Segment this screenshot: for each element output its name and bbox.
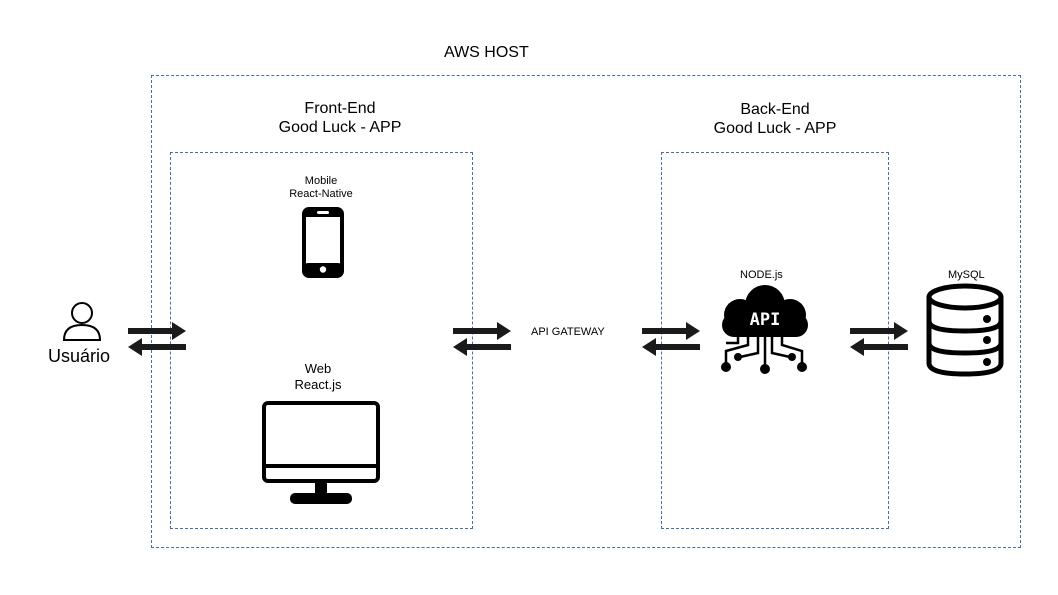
backend-title: Back-End Good Luck - APP bbox=[675, 100, 875, 138]
user-frontend-arrows bbox=[128, 322, 186, 356]
arrow-right bbox=[642, 322, 700, 340]
web-label-line2: React.js bbox=[294, 376, 342, 392]
api-badge-text: API bbox=[750, 310, 781, 330]
web-label-line1: Web bbox=[304, 361, 332, 376]
backend-boundary bbox=[661, 152, 889, 529]
database-icon bbox=[926, 283, 1004, 377]
monitor-icon bbox=[262, 401, 380, 504]
frontend-title-line2: Good Luck - APP bbox=[278, 119, 402, 137]
backend-title-line1: Back-End bbox=[740, 101, 810, 118]
frontend-title-line1: Front-End bbox=[304, 100, 376, 117]
arrow-right bbox=[850, 322, 908, 340]
api-cloud-icon: API bbox=[721, 285, 808, 374]
node-label: NODE.js bbox=[740, 269, 783, 281]
user-label: Usuário bbox=[48, 346, 111, 366]
aws-host-title: AWS HOST bbox=[444, 44, 529, 61]
mysql-label: MySQL bbox=[948, 269, 985, 281]
web-label: Web React.js bbox=[268, 361, 368, 392]
api-gateway-label: API GATEWAY bbox=[531, 326, 605, 338]
frontend-gateway-arrows bbox=[453, 322, 511, 356]
aws-host-boundary bbox=[151, 75, 1021, 548]
mobile-label-line2: React-Native bbox=[289, 188, 353, 201]
arrow-right bbox=[453, 322, 511, 340]
mobile-label-line1: Mobile bbox=[304, 175, 338, 187]
frontend-boundary bbox=[170, 152, 473, 529]
mobile-label: Mobile React-Native bbox=[271, 175, 371, 201]
smartphone-icon bbox=[302, 207, 344, 278]
arrow-left bbox=[642, 338, 700, 356]
frontend-title: Front-End Good Luck - APP bbox=[240, 99, 440, 137]
arrow-right bbox=[128, 322, 186, 340]
user-icon bbox=[62, 302, 102, 341]
backend-mysql-arrows bbox=[850, 322, 908, 356]
arrow-left bbox=[850, 338, 908, 356]
arrow-left bbox=[453, 338, 511, 356]
arrow-left bbox=[128, 338, 186, 356]
backend-title-line2: Good Luck - APP bbox=[713, 120, 837, 138]
gateway-backend-arrows bbox=[642, 322, 700, 356]
